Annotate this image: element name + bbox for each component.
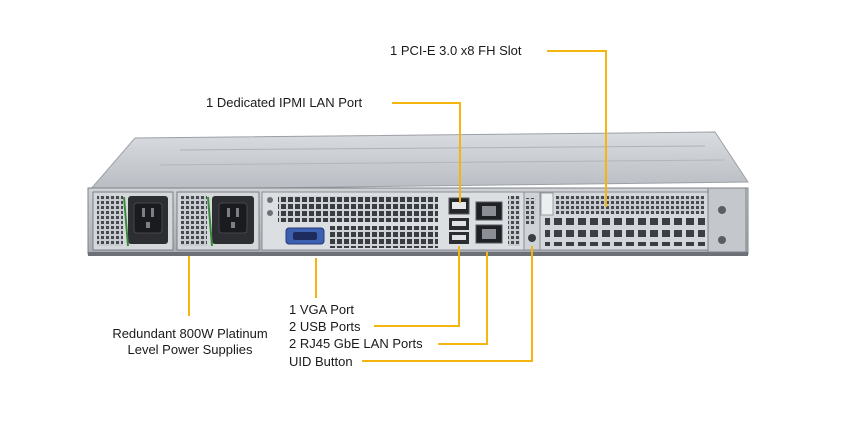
callout-uid-button: UID Button bbox=[289, 354, 353, 369]
rj45-ports bbox=[475, 201, 503, 244]
callout-vga-port: 1 VGA Port bbox=[289, 302, 355, 317]
uid-area bbox=[523, 191, 541, 251]
leader-lan bbox=[438, 252, 488, 345]
callout-usb-ports: 2 USB Ports bbox=[289, 319, 361, 334]
io-panel bbox=[261, 191, 525, 251]
vga-port bbox=[285, 227, 325, 245]
leader-ipmi bbox=[392, 102, 461, 203]
callout-lan-ports: 2 RJ45 GbE LAN Ports bbox=[289, 336, 423, 351]
callout-psu: Redundant 800W Platinum Level Power Supp… bbox=[90, 326, 290, 358]
callout-ipmi-port: 1 Dedicated IPMI LAN Port bbox=[206, 95, 363, 110]
leader-uid bbox=[362, 246, 533, 362]
leader-pcie bbox=[547, 50, 607, 207]
callout-psu-line2: Level Power Supplies bbox=[127, 342, 253, 357]
pcie-slot-bracket bbox=[539, 191, 709, 251]
power-supply-2 bbox=[176, 191, 260, 251]
chassis-top bbox=[88, 131, 749, 191]
callout-psu-line1: Redundant 800W Platinum bbox=[112, 326, 268, 341]
usb-ipmi-stack bbox=[448, 197, 470, 244]
power-supply-1 bbox=[92, 191, 174, 251]
leader-usb bbox=[374, 246, 460, 327]
callout-pcie-slot: 1 PCI-E 3.0 x8 FH Slot bbox=[390, 43, 522, 58]
leader-lines bbox=[188, 50, 607, 362]
chassis-ear bbox=[707, 187, 747, 253]
